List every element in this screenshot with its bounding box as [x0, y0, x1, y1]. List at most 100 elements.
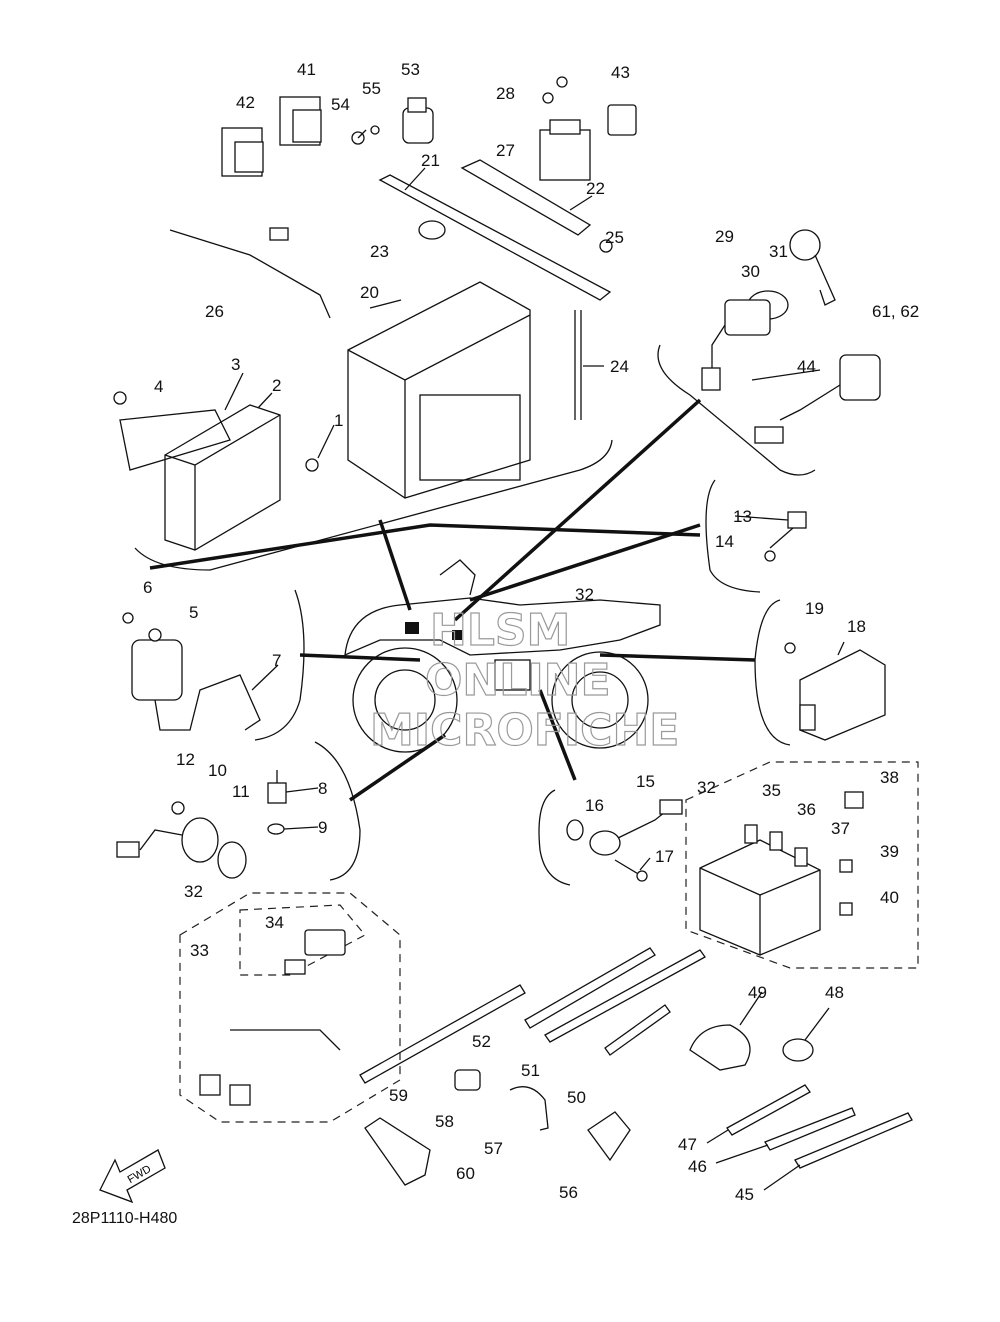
o-ring-11	[217, 841, 247, 879]
label-26: 26	[205, 302, 224, 321]
label-35: 35	[762, 781, 781, 800]
label-31: 31	[769, 242, 788, 261]
label-23: 23	[370, 242, 389, 261]
label-57: 57	[484, 1139, 503, 1158]
part-labels: 1 2 3 4 5 6 7 8 9 10 11 12 13 14 15 16 1…	[143, 60, 919, 1204]
bolt-19	[784, 642, 796, 654]
label-51: 51	[521, 1061, 540, 1080]
main-switch-30	[701, 290, 789, 391]
label-34: 34	[265, 913, 284, 932]
watermark: HLSM ONLINE MICROFICHE	[369, 604, 680, 756]
label-38: 38	[880, 768, 899, 787]
fwd-arrow-icon: FWD	[99, 1149, 166, 1204]
tie-51	[544, 949, 706, 1043]
label-44: 44	[797, 357, 816, 376]
label-6: 6	[143, 578, 152, 597]
wire-harness-26	[169, 227, 331, 319]
sensor-15	[589, 799, 683, 856]
label-13: 13	[733, 507, 752, 526]
bolt-24	[574, 310, 582, 420]
label-19: 19	[805, 599, 824, 618]
key-31	[789, 229, 836, 306]
label-32-fusebox: 32	[697, 778, 716, 797]
label-49: 49	[748, 983, 767, 1002]
bolt-17	[614, 859, 648, 882]
label-5: 5	[189, 603, 198, 622]
label-18: 18	[847, 617, 866, 636]
label-46: 46	[688, 1157, 707, 1176]
nut-25	[599, 239, 613, 253]
label-17: 17	[655, 847, 674, 866]
starter-switch-44	[754, 354, 881, 444]
label-21: 21	[421, 151, 440, 170]
label-45: 45	[735, 1185, 754, 1204]
clamp-48	[782, 1038, 814, 1062]
label-39: 39	[880, 842, 899, 861]
washer-9	[267, 823, 285, 835]
switch-8	[267, 770, 287, 804]
label-4: 4	[154, 377, 163, 396]
bolt-6	[122, 612, 134, 624]
bolt-12	[171, 801, 185, 815]
tie-52	[524, 947, 656, 1029]
sensor-13	[769, 511, 807, 549]
bracket-3	[119, 409, 231, 471]
washer-55	[370, 125, 380, 135]
clamp-49	[689, 1024, 751, 1071]
starter-relay-53	[402, 97, 434, 144]
label-11: 11	[232, 782, 250, 801]
clamp-58	[454, 1069, 481, 1091]
label-61-62: 61, 62	[872, 302, 919, 321]
label-28: 28	[496, 84, 515, 103]
tie-46	[764, 1107, 856, 1151]
label-33: 33	[190, 941, 209, 960]
washer-14	[764, 550, 776, 562]
label-27: 27	[496, 141, 515, 160]
diagram-code: 28P1110-H480	[72, 1210, 177, 1227]
label-1: 1	[334, 411, 343, 430]
label-9: 9	[318, 818, 327, 837]
label-14: 14	[715, 532, 734, 551]
label-60: 60	[456, 1164, 475, 1183]
label-12: 12	[176, 750, 195, 769]
damper-23	[418, 220, 446, 240]
screws-28	[542, 76, 568, 104]
ecu-2	[164, 404, 281, 551]
label-3: 3	[231, 355, 240, 374]
label-40: 40	[880, 888, 899, 907]
label-30: 30	[741, 262, 760, 281]
label-8: 8	[318, 779, 327, 798]
sensor-10	[116, 817, 219, 863]
battery-band-21	[378, 174, 612, 301]
label-48: 48	[825, 983, 844, 1002]
label-58: 58	[435, 1112, 454, 1131]
watermark-line-3: MICROFICHE	[370, 705, 679, 756]
label-47: 47	[678, 1135, 697, 1154]
starter-relay-27	[539, 119, 591, 181]
label-24: 24	[610, 357, 629, 376]
label-50: 50	[567, 1088, 586, 1107]
section-outlines	[134, 344, 816, 886]
label-20: 20	[360, 283, 379, 302]
label-55: 55	[362, 79, 381, 98]
label-32-center: 32	[575, 585, 594, 604]
tie-50	[604, 1004, 671, 1056]
label-2: 2	[272, 376, 281, 395]
label-56: 56	[559, 1183, 578, 1202]
label-10: 10	[208, 761, 227, 780]
label-59: 59	[389, 1086, 408, 1105]
label-36: 36	[797, 800, 816, 819]
bolt-4	[113, 391, 127, 405]
label-42: 42	[236, 93, 255, 112]
label-43: 43	[611, 63, 630, 82]
relay-41	[279, 96, 322, 146]
battery-20	[347, 281, 531, 499]
o-ring-16	[566, 819, 584, 841]
label-32-harness: 32	[184, 882, 203, 901]
ignition-coil-5	[131, 628, 183, 701]
clamp-57	[509, 1086, 549, 1131]
tie-45	[794, 1112, 913, 1169]
label-37: 37	[831, 819, 850, 838]
tie-59	[359, 984, 526, 1084]
